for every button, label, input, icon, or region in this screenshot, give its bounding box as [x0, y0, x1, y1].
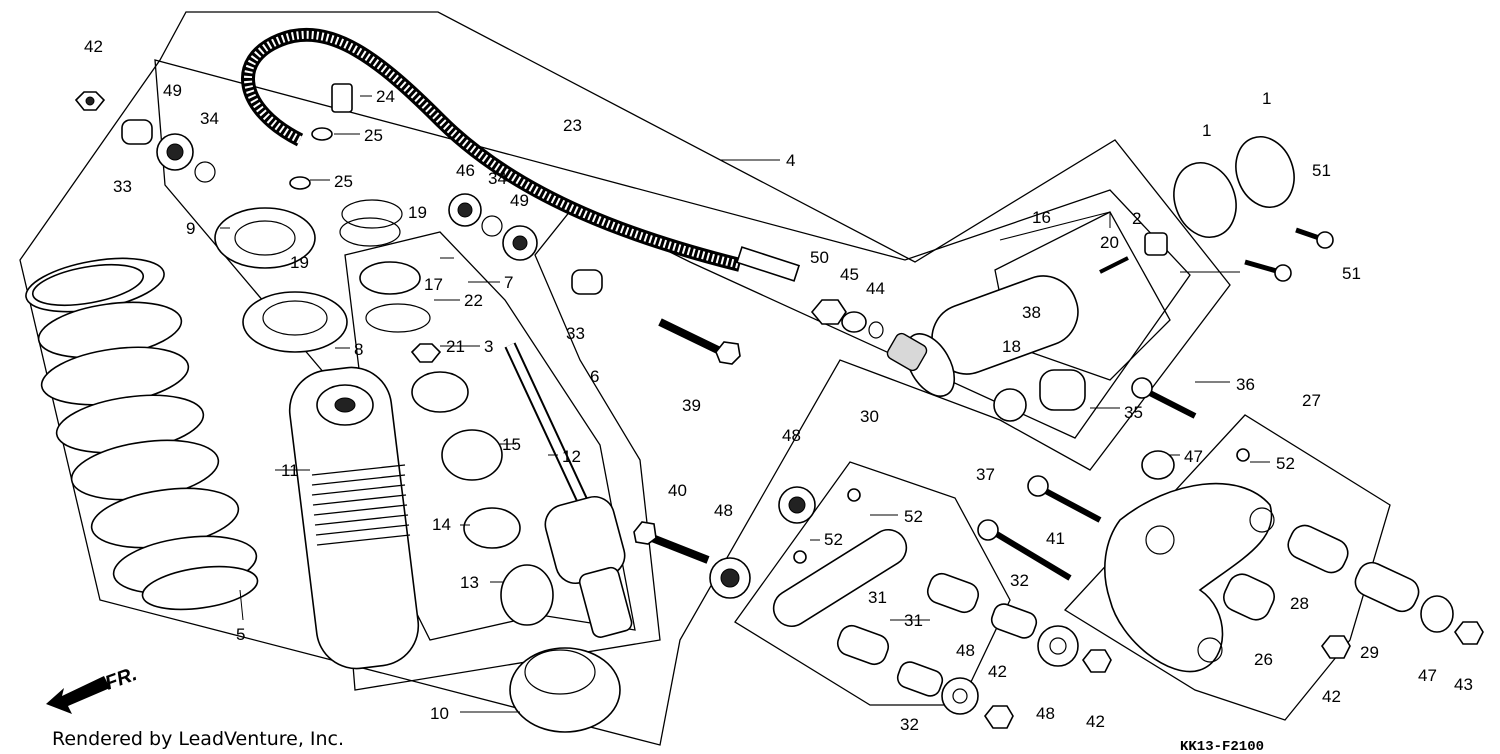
- callout-12: 12: [562, 447, 581, 466]
- callout-45: 45: [840, 265, 859, 284]
- shock-body: [288, 366, 420, 670]
- callout-47: 47: [1184, 447, 1203, 466]
- callout-19: 19: [290, 253, 309, 272]
- callout-36: 36: [1236, 375, 1255, 394]
- callout-42: 42: [988, 662, 1007, 681]
- callout-19: 19: [408, 203, 427, 222]
- callout-10: 10: [430, 704, 449, 723]
- callout-3: 3: [484, 337, 493, 356]
- leader-lines: [220, 95, 1270, 713]
- arrow-icon: [46, 676, 110, 714]
- callout-51: 51: [1312, 161, 1331, 180]
- direction-label: FR.: [102, 663, 140, 695]
- callout-44: 44: [866, 279, 885, 298]
- callout-24: 24: [376, 87, 395, 106]
- callout-1: 1: [1202, 121, 1211, 140]
- callout-39: 39: [682, 396, 701, 415]
- callout-16: 16: [1032, 208, 1051, 227]
- callout-21: 21: [446, 337, 465, 356]
- callout-11: 11: [281, 461, 299, 480]
- assembly-outline-30: [734, 461, 1011, 706]
- callout-38: 38: [1022, 303, 1041, 322]
- callout-33: 33: [113, 177, 132, 196]
- callout-34: 34: [488, 169, 507, 188]
- hose-fitting: [735, 246, 801, 282]
- callout-28: 28: [1290, 594, 1309, 613]
- callout-15: 15: [502, 435, 521, 454]
- callout-42: 42: [84, 37, 103, 56]
- callout-30: 30: [860, 407, 879, 426]
- callout-41: 41: [1046, 529, 1065, 548]
- callout-35: 35: [1124, 403, 1143, 422]
- front-direction-arrow: FR.: [46, 663, 140, 714]
- reservoir-cylinder: [886, 275, 1079, 397]
- callout-49: 49: [510, 191, 529, 210]
- callout-18: 18: [1002, 337, 1021, 356]
- callout-14: 14: [432, 515, 451, 534]
- callout-47: 47: [1418, 666, 1437, 685]
- callout-43: 43: [1454, 675, 1473, 694]
- callout-5: 5: [236, 625, 245, 644]
- callout-17: 17: [424, 275, 443, 294]
- callout-48: 48: [782, 426, 801, 445]
- callout-37: 37: [976, 465, 995, 484]
- callout-31: 31: [904, 611, 923, 630]
- callout-26: 26: [1254, 650, 1273, 669]
- callout-31: 31: [868, 588, 887, 607]
- callout-32: 32: [1010, 571, 1029, 590]
- callout-1: 1: [1262, 89, 1271, 108]
- callout-46: 46: [456, 161, 475, 180]
- callout-49: 49: [163, 81, 182, 100]
- assembly-outline-4: [19, 11, 1231, 746]
- callout-25: 25: [334, 172, 353, 191]
- callout-51: 51: [1342, 264, 1361, 283]
- callout-20: 20: [1100, 233, 1119, 252]
- callout-27: 27: [1302, 391, 1321, 410]
- callout-22: 22: [464, 291, 483, 310]
- callout-33: 33: [566, 324, 585, 343]
- callout-52: 52: [824, 530, 843, 549]
- callout-42: 42: [1322, 687, 1341, 706]
- callout-23: 23: [563, 116, 582, 135]
- diagram-code: KK13-F2100: [1180, 739, 1264, 754]
- callout-2: 2: [1132, 209, 1141, 228]
- callout-labels: 42 49 34 33 24 25 25 23 4 46 34 49 19 9 …: [84, 37, 1473, 734]
- small-parts: [74, 83, 1484, 733]
- callout-8: 8: [354, 340, 363, 359]
- callout-4: 4: [786, 151, 795, 170]
- callout-34: 34: [200, 109, 219, 128]
- callout-48: 48: [1036, 704, 1055, 723]
- damper-rod: [504, 342, 633, 638]
- callout-25: 25: [364, 126, 383, 145]
- callout-48: 48: [956, 641, 975, 660]
- callout-13: 13: [460, 573, 479, 592]
- callout-29: 29: [1360, 643, 1379, 662]
- callout-9: 9: [186, 219, 195, 238]
- shock-spring: [25, 257, 259, 611]
- callout-50: 50: [810, 248, 829, 267]
- callout-52: 52: [1276, 454, 1295, 473]
- callout-52: 52: [904, 507, 923, 526]
- callout-40: 40: [668, 481, 687, 500]
- callout-42: 42: [1086, 712, 1105, 731]
- render-credit: Rendered by LeadVenture, Inc.: [52, 728, 344, 750]
- callout-7: 7: [504, 273, 513, 292]
- callout-32: 32: [900, 715, 919, 734]
- callout-48: 48: [714, 501, 733, 520]
- callout-6: 6: [590, 367, 599, 386]
- assembly-outline-27: [1063, 414, 1391, 721]
